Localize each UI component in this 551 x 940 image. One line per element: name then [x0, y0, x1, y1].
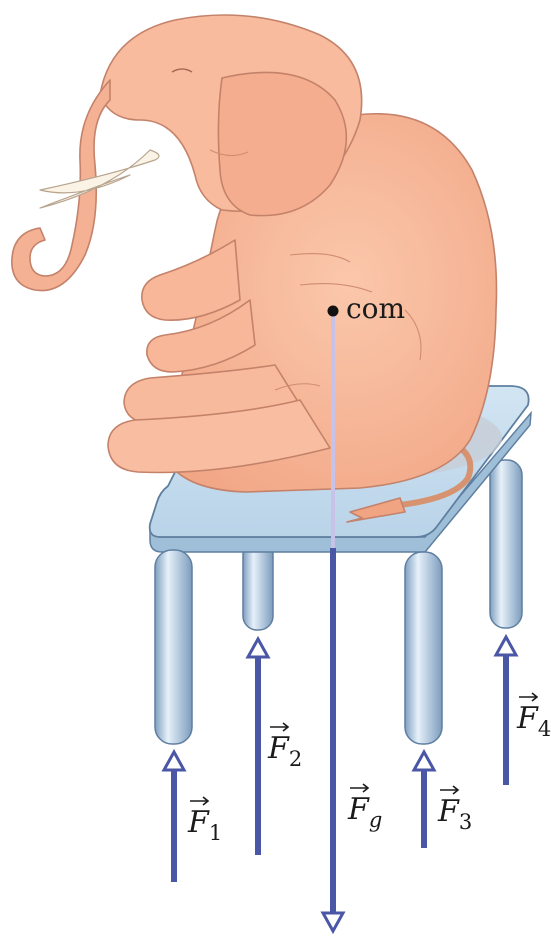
vector-arrow-f1-icon [190, 797, 208, 805]
force-label-f1: F1 [187, 797, 222, 845]
force-label-fg: Fg [347, 784, 382, 832]
com-label: com [346, 292, 405, 325]
force-arrows [164, 548, 516, 931]
arrowhead-fg-icon [323, 913, 343, 931]
com-dot [328, 306, 339, 317]
svg-text:F3: F3 [437, 794, 472, 834]
stool-leg-front-left [155, 550, 192, 744]
force-subscript-f1: 1 [209, 821, 222, 845]
elephant [12, 15, 497, 522]
force-subscript-f3: 3 [459, 810, 472, 834]
vector-arrow-f2-icon [270, 723, 288, 731]
stool-leg-front-right [405, 552, 442, 744]
stool-leg-back-left [243, 540, 273, 630]
arrowhead-f1-icon [164, 752, 184, 770]
force-symbol-f4: F [516, 701, 539, 736]
svg-text:F4: F4 [516, 701, 551, 741]
force-label-f3: F3 [437, 786, 472, 834]
force-subscript-f4: 4 [538, 717, 551, 741]
force-label-f4: F4 [516, 693, 551, 741]
vector-arrow-f3-icon [440, 786, 458, 794]
svg-text:F1: F1 [187, 805, 222, 845]
arrowhead-f4-icon [496, 637, 516, 655]
force-symbol-f1: F [187, 805, 210, 840]
arrowhead-f2-icon [248, 639, 268, 657]
force-subscript-fg: g [369, 808, 382, 832]
force-symbol-f2: F [267, 731, 290, 766]
force-symbol-f3: F [437, 794, 460, 829]
force-symbol-fg: F [347, 792, 370, 827]
elephant-arm-upper [142, 240, 240, 320]
arrowhead-f3-icon [414, 752, 434, 770]
elephant-tusk [40, 150, 159, 208]
vector-arrow-f4-icon [519, 693, 537, 701]
svg-text:Fg: Fg [347, 792, 382, 832]
force-subscript-f2: 2 [289, 747, 302, 771]
vector-arrow-fg-icon [350, 784, 368, 792]
stool-leg-back-right [490, 460, 522, 628]
force-label-f2: F2 [267, 723, 302, 771]
svg-text:F2: F2 [267, 731, 302, 771]
